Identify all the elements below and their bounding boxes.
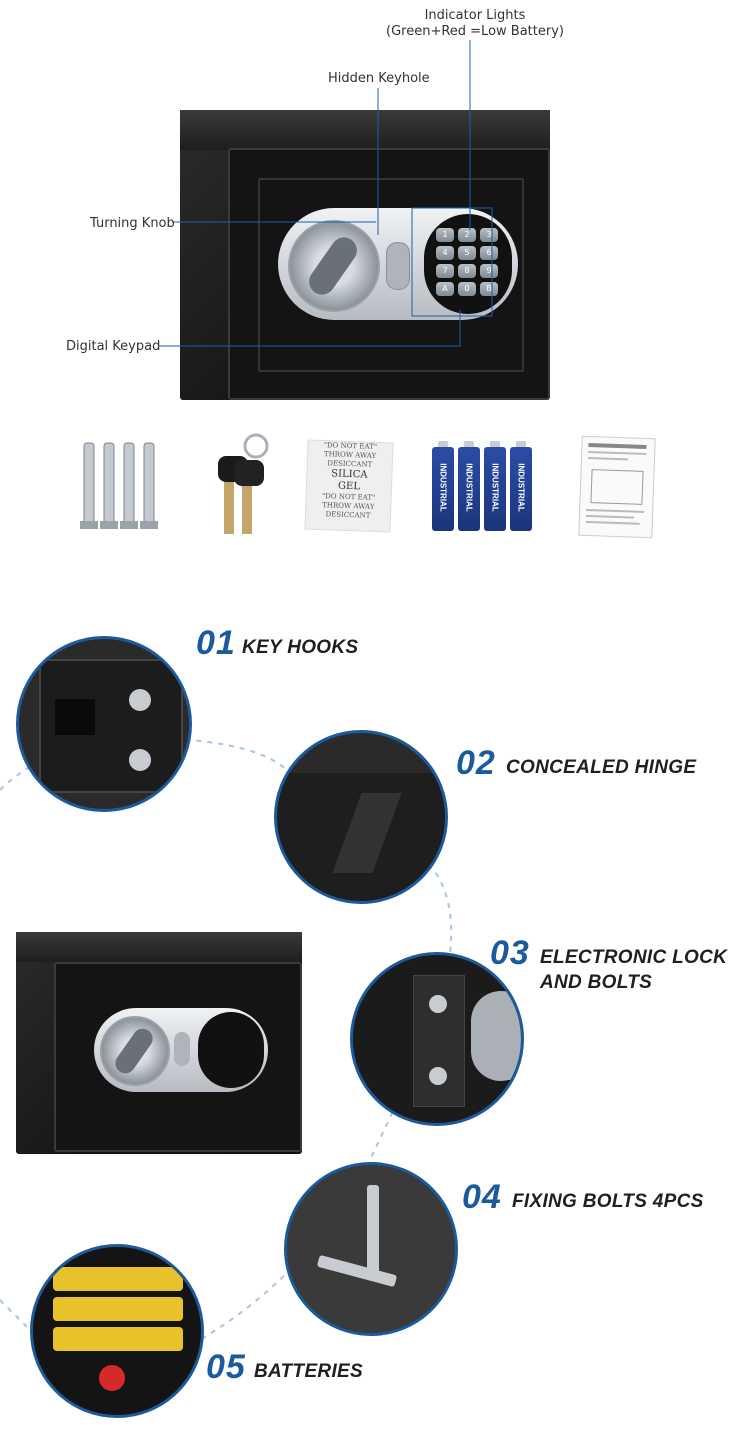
feature-03-image — [350, 952, 524, 1126]
keypad-key-9: 9 — [480, 264, 498, 278]
keypad-key-7: 7 — [436, 264, 454, 278]
feature-03-title-line2: AND BOLTS — [540, 972, 653, 993]
battery-brand: INDUSTRIAL — [516, 463, 526, 512]
feature-03-number: 03 — [490, 934, 530, 972]
turning-knob-icon — [288, 220, 380, 312]
keypad-key-5: 5 — [458, 246, 476, 260]
keypad-key-1: 1 — [436, 228, 454, 242]
batteries-image: INDUSTRIAL INDUSTRIAL INDUSTRIAL INDUSTRIAL — [432, 441, 540, 533]
battery-brand: INDUSTRIAL — [464, 463, 474, 512]
indicator-lights-note: (Green+Red =Low Battery) — [386, 24, 564, 39]
battery: INDUSTRIAL — [484, 441, 506, 531]
keyhole-icon — [386, 242, 410, 290]
battery: INDUSTRIAL — [510, 441, 532, 531]
manual-image — [578, 435, 656, 539]
keypad-key-0: 0 — [458, 282, 476, 296]
feature-01-title: KEY HOOKS — [242, 637, 359, 658]
feature-02-title: CONCEALED HINGE — [506, 757, 697, 778]
feature-02-image — [274, 730, 448, 904]
feature-01-image — [16, 636, 192, 812]
battery-brand: INDUSTRIAL — [438, 463, 448, 512]
keys-image — [218, 433, 269, 534]
battery-brand: INDUSTRIAL — [490, 463, 500, 512]
keypad-key-A: A — [436, 282, 454, 296]
feature-04-number: 04 — [462, 1178, 502, 1216]
features-section: 01 KEY HOOKS 02 CONCEALED HINGE 03 ELECT… — [0, 580, 750, 1449]
feature-05-title: BATTERIES — [254, 1361, 363, 1382]
safe-image-secondary — [16, 932, 302, 1154]
keypad-key-6: 6 — [480, 246, 498, 260]
feature-05-number: 05 — [206, 1348, 246, 1386]
keypad-key-4: 4 — [436, 246, 454, 260]
keypad-key-2: 2 — [458, 228, 476, 242]
feature-01-number: 01 — [196, 624, 236, 662]
anchor-bolts-image — [80, 442, 158, 529]
turning-knob-label: Turning Knob — [90, 216, 175, 231]
product-diagram: Indicator Lights (Green+Red =Low Battery… — [0, 0, 750, 560]
digital-keypad-label: Digital Keypad — [66, 339, 161, 354]
silica-gel-text: DESICCANT — [325, 510, 371, 520]
battery: INDUSTRIAL — [458, 441, 480, 531]
keypad-key-B: B — [480, 282, 498, 296]
feature-04-title: FIXING BOLTS 4PCS — [512, 1191, 704, 1212]
indicator-lights-label: Indicator Lights — [424, 8, 526, 23]
keypad-key-8: 8 — [458, 264, 476, 278]
feature-05-image — [30, 1244, 204, 1418]
hidden-keyhole-label: Hidden Keyhole — [328, 71, 430, 86]
battery: INDUSTRIAL — [432, 441, 454, 531]
feature-02-number: 02 — [456, 744, 496, 782]
callout-lines — [158, 40, 493, 347]
keypad-key-3: 3 — [480, 228, 498, 242]
feature-04-image — [284, 1162, 458, 1336]
feature-03-title: ELECTRONIC LOCK — [540, 947, 728, 968]
